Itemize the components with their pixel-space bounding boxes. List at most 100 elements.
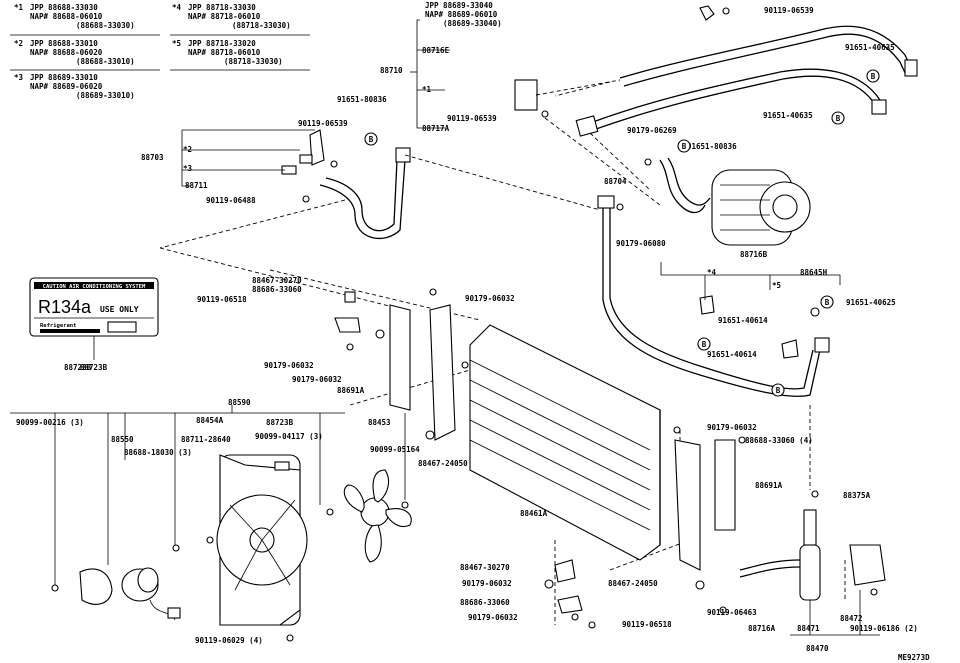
bolt [461,361,469,369]
part-callout: 88472 [840,614,863,623]
legend: *1 JPP 88688-33030 NAP# 88688-06010 (886… [10,3,310,100]
part-callout: 90179-06269 [627,126,677,135]
bolt-marker-letter: B [825,298,830,307]
legend-mark: *5 [172,39,181,48]
pipe-fitting [814,337,830,353]
part-callout: 88453 [368,418,391,427]
part-callout: 91651-80836 [337,95,387,104]
legend-line: NAP# 88718-06010 [188,12,261,21]
pipe-clip [699,5,715,21]
leader-88703-bracket [181,130,190,187]
condenser-fin [469,439,651,531]
bolt-marker-letter: B [682,142,687,151]
assembly-line [535,79,621,96]
discharge-hose-assembly [514,5,918,137]
label-card-part: 88723B [80,363,108,372]
part-callout: 88716A [748,624,776,633]
legend-mark: *3 [14,73,24,82]
part-callout: 90099-00216 (3) [16,418,84,427]
bolt-marker-circle [866,69,880,83]
label-card-header: CAUTION AIR CONDITIONING SYSTEM [43,284,146,290]
part-callout: 88590 [228,398,251,407]
pipe-clamp [575,115,599,137]
part-callout: 88711 [185,181,208,190]
bolt [722,7,730,15]
legend-line: (88688-33030) [76,21,135,30]
legend-mark: *2 [14,39,23,48]
fan-motor [79,567,181,621]
blade [372,469,390,503]
motor-end [137,567,159,593]
suction-pipe-upper-edge [623,33,907,87]
part-callout: 88710 [380,66,403,75]
part-callout: 88703 [141,153,164,162]
part-callout: *4 [707,268,717,277]
legend-line: NAP# 88718-06010 [188,48,261,57]
part-callout: 88686-33060 [252,285,302,294]
compressor-area [597,157,841,397]
plug [811,490,819,498]
part-callout: 90179-06032 [465,294,515,303]
part-callout: 90119-06463 [707,608,757,617]
condenser-bracket-right [674,439,701,571]
top-block-line: NAP# 88689-06010 [425,10,498,19]
part-callout: 88471 [797,624,820,633]
liquid-tube [739,559,801,571]
legend-entry-4: *4 JPP 88718-33030 NAP# 88718-06010 (887… [172,3,291,30]
legend-line: (88688-33010) [76,57,135,66]
part-callout: 88467-24050 [608,579,658,588]
compressor-hub [772,194,798,220]
fan-hub [360,497,390,527]
condenser-fin [469,379,651,471]
cushion [425,430,435,440]
top-block-line: JPP 88689-33040 [425,1,493,10]
part-callout: 90179-06080 [616,239,666,248]
pipe-end-fitting [904,59,918,77]
receiver-body [799,544,821,601]
part-callout: 88716E [422,46,450,55]
label-card-sub: Refrigerant [40,323,76,329]
condenser-side-bracket [714,439,736,531]
label-card-box [107,321,137,333]
label-card-main: R134a [38,297,92,317]
part-callout: 90119-06518 [197,295,247,304]
clamp [781,339,799,359]
condenser-side-bracket [389,304,411,411]
part-callout: 90119-06186 (2) [850,624,918,633]
fan-assembly [10,405,412,642]
part-callout: 91651-40614 [707,350,757,359]
part-callout: 90119-06488 [206,196,256,205]
hose-fitting [395,147,411,163]
bolt-marker-circle [677,139,691,153]
hose [659,159,706,214]
bolt [870,588,878,596]
dash-line [609,539,691,571]
part-callout: 88645H [800,268,828,277]
legend-line: (88689-33010) [76,91,135,100]
bolt-marker-circle [831,111,845,125]
receiver-neck [803,509,817,546]
nut [401,501,409,509]
bolt [375,329,385,339]
legend-entry-3: *3 JPP 88689-33010 NAP# 88689-06020 (886… [14,73,135,100]
shroud-spoke [261,499,296,541]
part-callout: 88467-30270 [460,563,510,572]
part-callout: 90119-06029 (4) [195,636,263,645]
liquid-pipe-edge [609,205,814,390]
bolt [544,579,554,589]
refrigerant-label-card: CAUTION AIR CONDITIONING SYSTEM R134a US… [29,277,159,372]
part-callout: 91651-40635 [845,43,895,52]
top-block-line: (88689-33040) [443,19,502,28]
diagram-code: ME9273D [898,653,930,662]
part-callout: 90179-06032 [292,375,342,384]
bolt [644,158,652,166]
label-card-header-bar [34,282,154,289]
part-callout: 90119-06539 [447,114,497,123]
part-callout: 90099-04117 (3) [255,432,323,441]
motor-connector [167,607,181,619]
screw [51,584,59,592]
part-callout: 90179-06032 [264,361,314,370]
left-hose-assembly [181,129,411,239]
